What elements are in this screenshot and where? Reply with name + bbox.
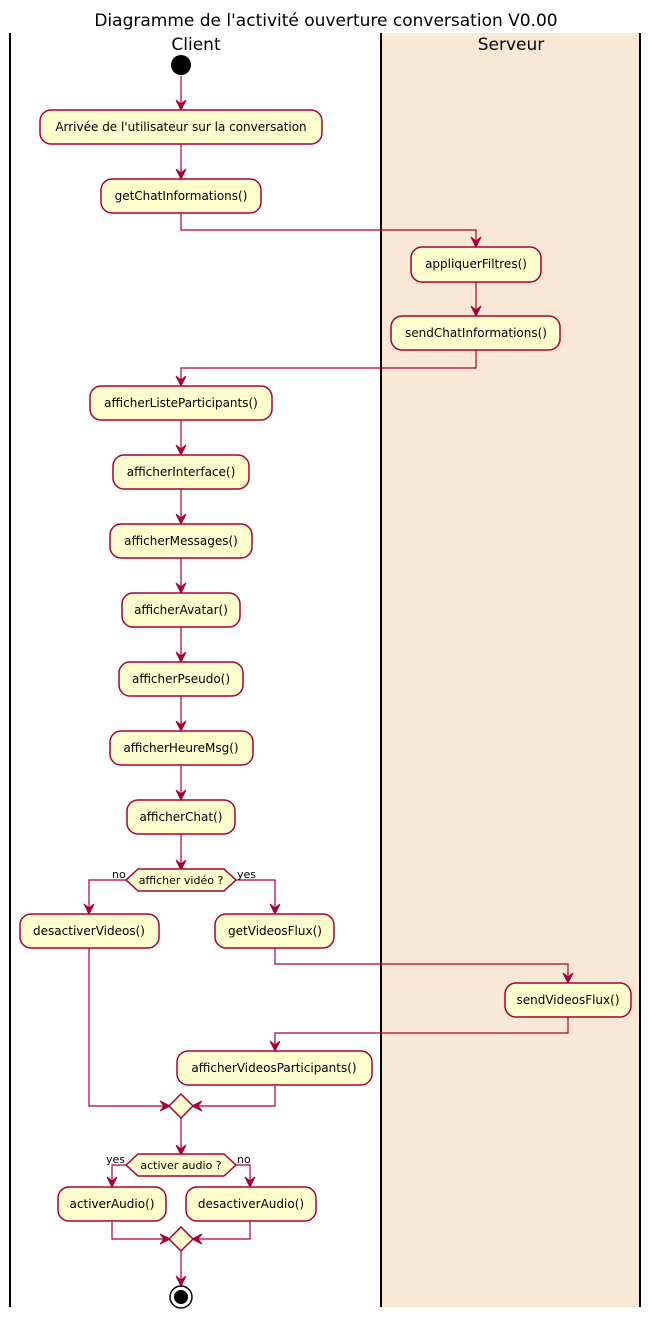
activity-send-chat-info: sendChatInformations() bbox=[390, 315, 561, 351]
lane-serveur-background bbox=[381, 33, 640, 1307]
activity-afficher-interface: afficherInterface() bbox=[112, 454, 250, 490]
edge-activer-merge2 bbox=[111, 1221, 169, 1240]
activity-arrivee: Arrivée de l'utilisateur sur la conversa… bbox=[39, 109, 323, 145]
decision-audio-yes-label: yes bbox=[106, 1153, 125, 1166]
decision-video: afficher vidéo ? no yes bbox=[112, 868, 256, 892]
activity-afficher-pseudo-label: afficherPseudo() bbox=[132, 672, 230, 686]
edges bbox=[88, 76, 569, 1285]
decision-audio: activer audio ? yes no bbox=[106, 1153, 251, 1177]
activity-afficher-heure: afficherHeureMsg() bbox=[109, 730, 254, 766]
activity-appliquer-filtres-label: appliquerFiltres() bbox=[425, 257, 527, 271]
merge-node-audio bbox=[167, 1225, 195, 1253]
activity-get-chat-info-label: getChatInformations() bbox=[115, 189, 248, 203]
activity-get-chat-info: getChatInformations() bbox=[100, 178, 262, 214]
activity-afficher-videos-label: afficherVideosParticipants() bbox=[191, 1061, 356, 1075]
activity-afficher-liste: afficherListeParticipants() bbox=[89, 385, 273, 421]
activity-desactiver-videos-label: desactiverVideos() bbox=[33, 924, 145, 938]
activity-send-videos-flux: sendVideosFlux() bbox=[504, 982, 632, 1018]
arrowheads bbox=[83, 99, 574, 1288]
edge-sendchat-liste bbox=[180, 350, 477, 385]
activity-activer-audio-label: activerAudio() bbox=[70, 1197, 155, 1211]
edge-affichervideos-merge bbox=[193, 1085, 276, 1107]
decision-video-yes-label: yes bbox=[237, 868, 256, 881]
decision-video-no-label: no bbox=[112, 868, 126, 881]
activity-desactiver-videos: desactiverVideos() bbox=[19, 913, 160, 949]
edge-audio-yes bbox=[111, 1164, 126, 1186]
activity-afficher-pseudo: afficherPseudo() bbox=[118, 661, 244, 697]
edge-sendvideos-affichervideos bbox=[274, 1016, 569, 1050]
decision-audio-no-label: no bbox=[237, 1153, 251, 1166]
activity-get-videos-flux: getVideosFlux() bbox=[214, 913, 335, 949]
activity-afficher-avatar: afficherAvatar() bbox=[121, 592, 241, 628]
activity-afficher-chat: afficherChat() bbox=[126, 799, 236, 835]
start-node bbox=[171, 55, 191, 75]
end-node bbox=[169, 1285, 193, 1309]
activity-get-videos-flux-label: getVideosFlux() bbox=[228, 924, 322, 938]
diagram-title: Diagramme de l'activité ouverture conver… bbox=[94, 11, 557, 31]
merge-node-video bbox=[167, 1092, 195, 1120]
activity-afficher-heure-label: afficherHeureMsg() bbox=[123, 741, 238, 755]
edge-desactiveraudio-merge2 bbox=[193, 1221, 251, 1240]
edge-desactiver-merge bbox=[88, 948, 169, 1107]
activity-afficher-chat-label: afficherChat() bbox=[140, 810, 223, 824]
activity-activer-audio: activerAudio() bbox=[57, 1186, 167, 1222]
activity-send-videos-flux-label: sendVideosFlux() bbox=[516, 993, 619, 1007]
edge-video-no bbox=[88, 879, 126, 913]
decision-video-question: afficher vidéo ? bbox=[139, 874, 224, 887]
activity-afficher-avatar-label: afficherAvatar() bbox=[134, 603, 228, 617]
activity-afficher-videos: afficherVideosParticipants() bbox=[176, 1050, 373, 1086]
activity-afficher-messages-label: afficherMessages() bbox=[124, 534, 238, 548]
edge-getchat-filtres bbox=[180, 212, 477, 246]
lane-title-client: Client bbox=[171, 35, 221, 55]
activity-desactiver-audio-label: desactiverAudio() bbox=[198, 1197, 304, 1211]
edge-audio-no bbox=[236, 1164, 251, 1186]
activity-afficher-interface-label: afficherInterface() bbox=[127, 465, 236, 479]
activity-desactiver-audio: desactiverAudio() bbox=[185, 1186, 317, 1222]
edge-getvideos-sendvideos bbox=[274, 948, 569, 982]
activity-send-chat-info-label: sendChatInformations() bbox=[405, 326, 547, 340]
activity-afficher-liste-label: afficherListeParticipants() bbox=[104, 396, 258, 410]
activity-afficher-messages: afficherMessages() bbox=[109, 523, 253, 559]
decision-audio-question: activer audio ? bbox=[140, 1159, 221, 1172]
lane-title-serveur: Serveur bbox=[478, 35, 545, 55]
activity-arrivee-label: Arrivée de l'utilisateur sur la conversa… bbox=[55, 120, 306, 134]
activity-appliquer-filtres: appliquerFiltres() bbox=[410, 246, 542, 283]
edge-video-yes bbox=[236, 879, 276, 913]
